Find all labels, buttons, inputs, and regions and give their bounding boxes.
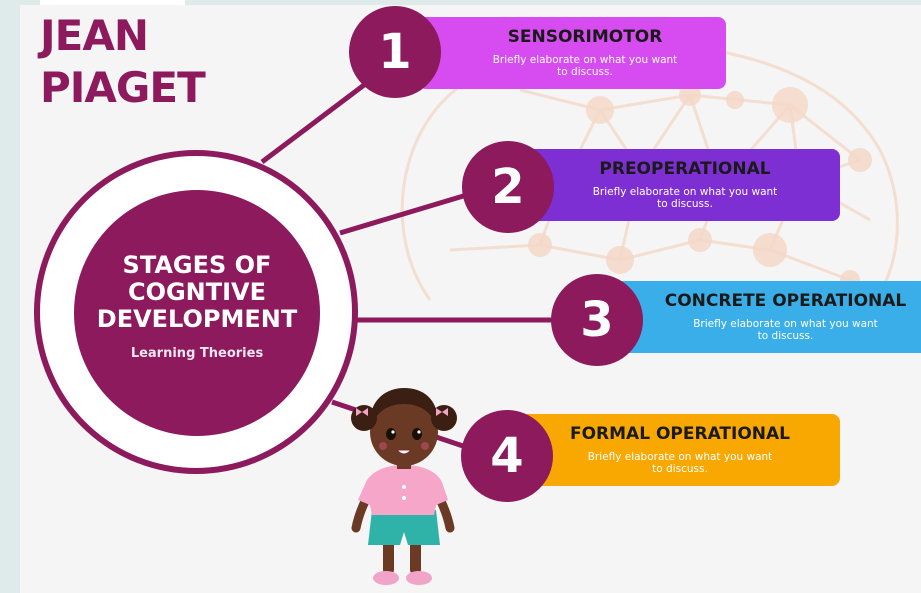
stage-number-circle-3: 3	[551, 274, 643, 366]
center-subtitle: Learning Theories	[130, 346, 264, 361]
stage-title: PREOPERATIONAL	[599, 159, 771, 179]
page-title: JEAN PIAGET	[40, 10, 206, 114]
stage-number-circle-2: 2	[462, 141, 554, 233]
center-heading: STAGES OF COGNTIVE DEVELOPMENT	[96, 251, 298, 333]
stage-box-preoperational: PREOPERATIONAL Briefly elaborate on what…	[510, 149, 840, 221]
stage-title: CONCRETE OPERATIONAL	[664, 291, 907, 311]
connector-line-2	[339, 191, 471, 236]
stage-box-formal-operational: FORMAL OPERATIONAL Briefly elaborate on …	[520, 414, 840, 486]
title-line-2: PIAGET	[40, 63, 206, 112]
stage-description: Briefly elaborate on what you want to di…	[587, 451, 773, 475]
connector-line-1	[260, 80, 370, 164]
stage-title: FORMAL OPERATIONAL	[569, 424, 791, 444]
center-disc	[74, 190, 320, 436]
stage-description: Briefly elaborate on what you want to di…	[592, 186, 778, 210]
top-tab-strip	[40, 0, 185, 5]
stage-description: Briefly elaborate on what you want to di…	[492, 54, 678, 78]
stage-title: SENSORIMOTOR	[507, 27, 663, 47]
title-line-1: JEAN	[40, 11, 149, 60]
stage-box-sensorimotor: SENSORIMOTOR Briefly elaborate on what y…	[418, 17, 726, 89]
stage-description: Briefly elaborate on what you want to di…	[693, 318, 878, 342]
stage-box-concrete-operational: CONCRETE OPERATIONAL Briefly elaborate o…	[610, 281, 921, 353]
stage-number-circle-1: 1	[349, 6, 441, 98]
stage-number-circle-4: 4	[461, 410, 553, 502]
